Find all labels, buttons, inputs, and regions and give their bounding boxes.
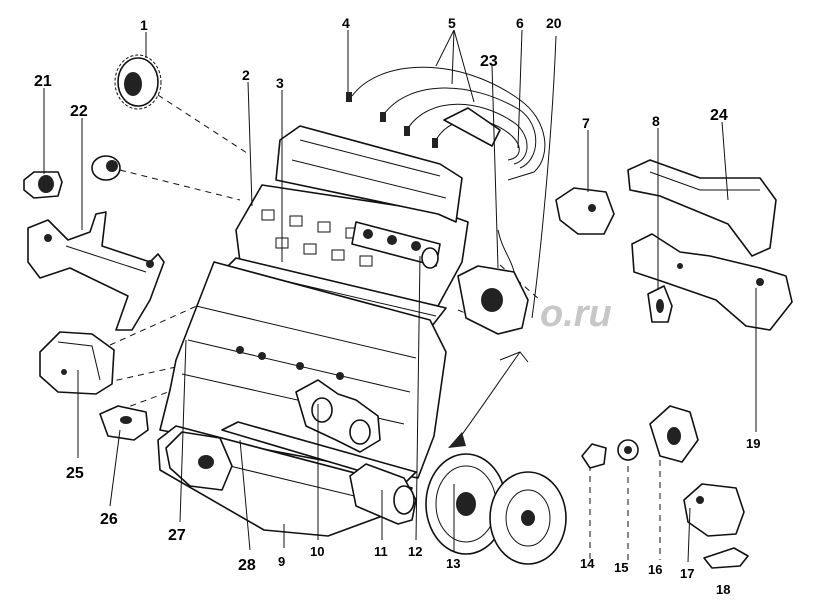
part-5-ignition-wires	[346, 66, 546, 181]
callout-19: 19	[746, 436, 760, 451]
part-21-bush	[23, 171, 63, 199]
leader-lines	[43, 29, 757, 563]
part-17-housing	[683, 483, 745, 537]
callout-4: 4	[342, 15, 350, 31]
callout-5: 5	[448, 15, 456, 31]
callout-27: 27	[168, 527, 186, 544]
part-20-coil-lead	[531, 35, 557, 319]
part-14-sensor	[581, 443, 607, 469]
callout-22: 22	[70, 103, 88, 120]
part-roller	[91, 155, 121, 181]
callout-14: 14	[580, 556, 595, 571]
callout-10: 10	[310, 544, 324, 559]
callout-2: 2	[242, 67, 250, 83]
callout-15: 15	[614, 560, 628, 575]
part-13-flywheel	[425, 453, 567, 565]
part-11-starter	[349, 463, 417, 525]
callout-labels: 1 2 3 4 5 6 7 8 9 10 11 12 13 14 15 16 1…	[34, 15, 760, 597]
callout-26: 26	[100, 511, 118, 528]
callout-20: 20	[546, 15, 562, 31]
part-12-camshaft	[351, 221, 441, 269]
part-7-bracket	[555, 187, 615, 235]
callout-6: 6	[516, 15, 524, 31]
callout-7: 7	[582, 115, 590, 131]
callout-24: 24	[710, 107, 728, 124]
part-16-water-pump	[649, 405, 699, 463]
part-25-engine-mount	[39, 331, 115, 395]
part-8-gasket	[647, 285, 673, 323]
callout-16: 16	[648, 562, 662, 577]
part-18-bracket	[703, 547, 749, 569]
callout-12: 12	[408, 544, 422, 559]
part-24-heat-shield	[627, 159, 777, 257]
callout-28: 28	[238, 557, 256, 574]
watermark-text: o.ru	[540, 293, 612, 335]
callout-23: 23	[480, 53, 498, 70]
callout-1: 1	[140, 17, 148, 33]
part-19-exhaust-manifold	[631, 233, 793, 331]
callout-9: 9	[278, 554, 285, 569]
part-1-camshaft-pulley	[114, 54, 162, 110]
callout-18: 18	[716, 582, 730, 597]
callout-13: 13	[446, 556, 460, 571]
part-dipstick	[448, 351, 529, 448]
part-26-mount-plate	[99, 405, 149, 441]
callout-21: 21	[34, 73, 52, 90]
part-10-crankshaft	[295, 379, 381, 453]
part-head-cover	[275, 125, 463, 223]
part-22-crossmember	[27, 211, 165, 331]
part-23-distributor	[457, 229, 529, 335]
callout-25: 25	[66, 465, 84, 482]
part-15-plug	[617, 439, 639, 461]
callout-17: 17	[680, 566, 694, 581]
callout-3: 3	[276, 75, 284, 91]
callout-8: 8	[652, 113, 660, 129]
callout-11: 11	[374, 544, 388, 559]
